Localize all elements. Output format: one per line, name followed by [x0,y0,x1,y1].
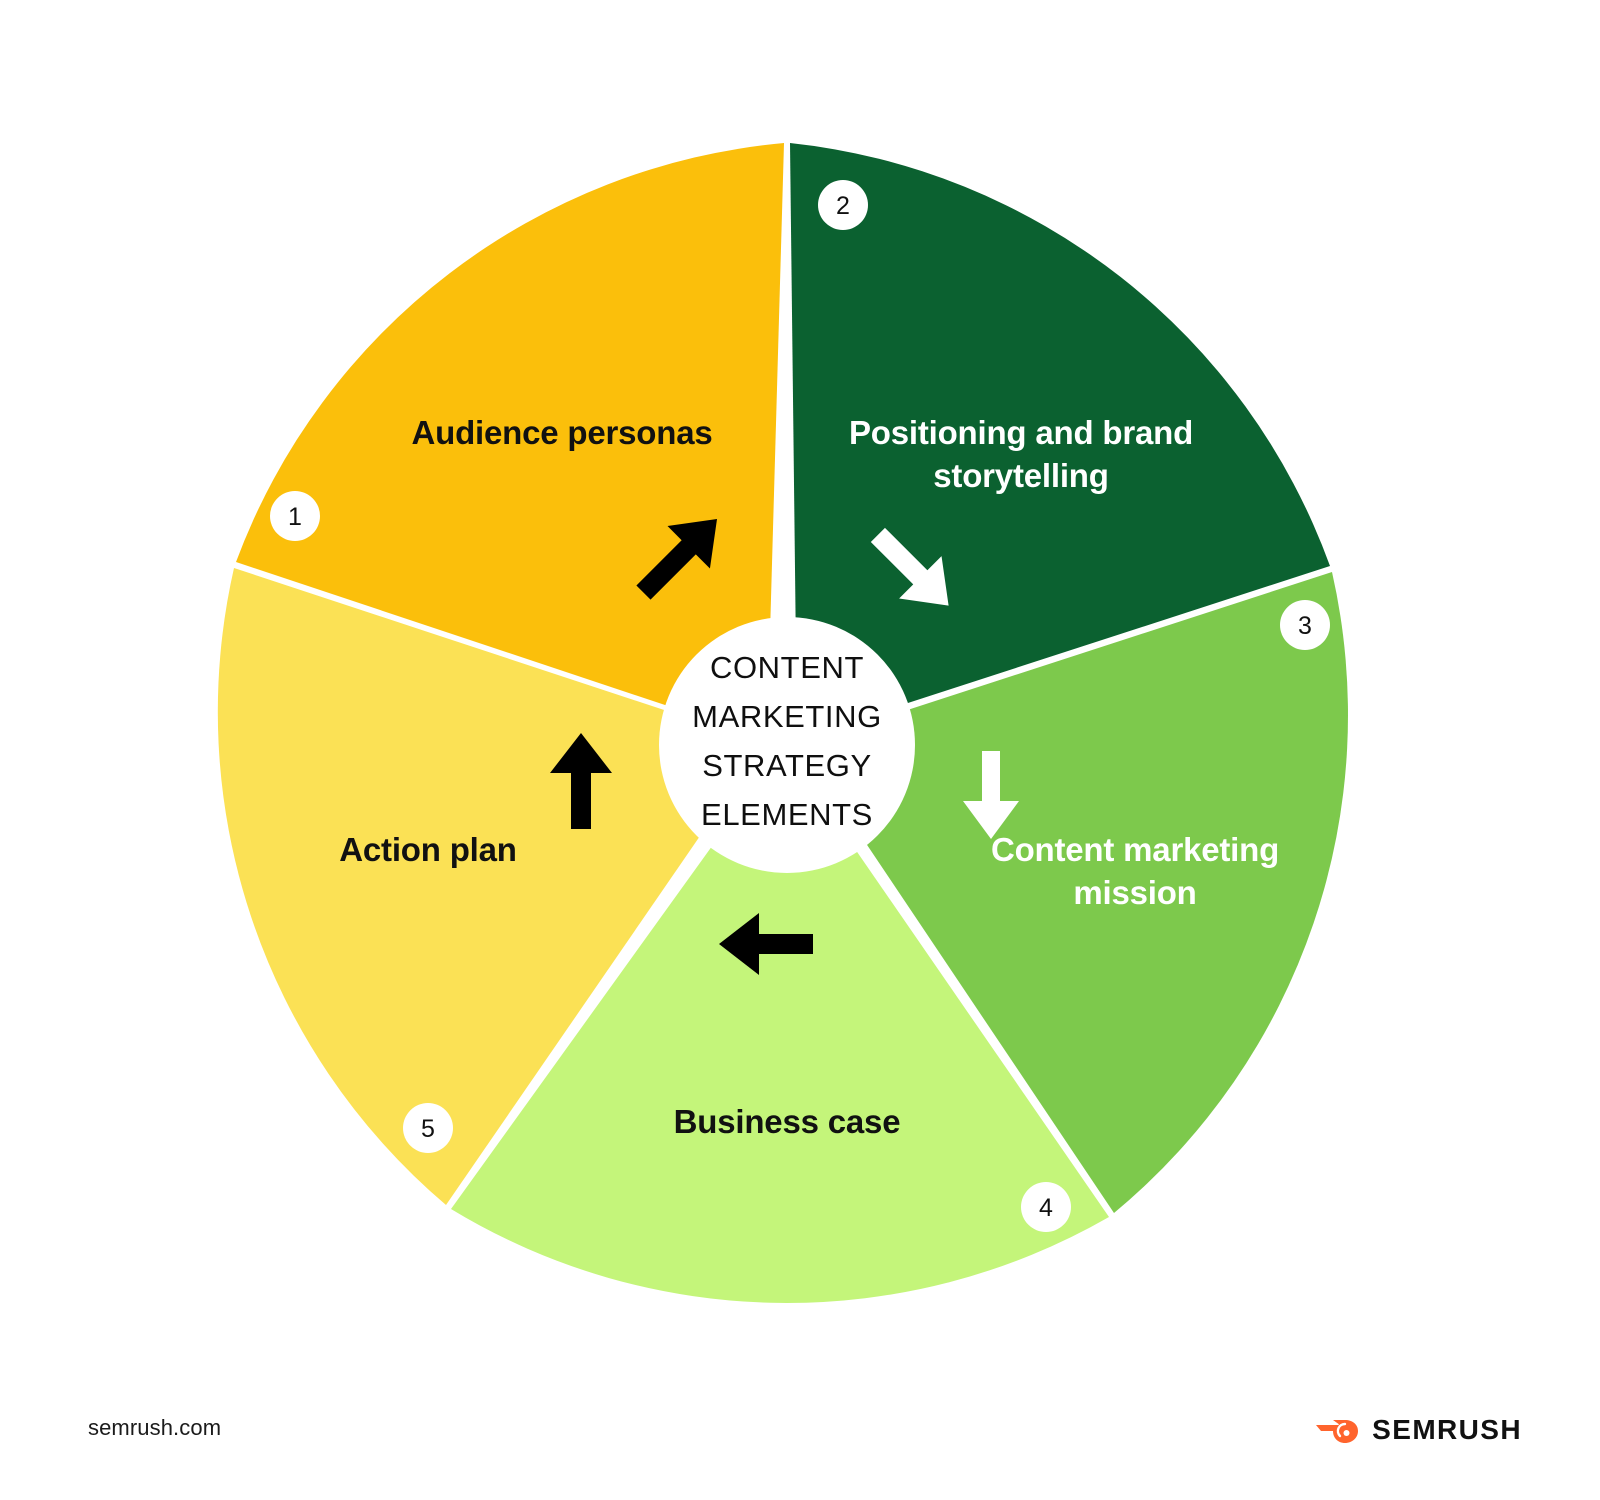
segment-badge-2: 2 [818,180,868,230]
badge-number-2: 2 [836,192,850,220]
arrow-up-icon [550,733,612,829]
segment-badge-3: 3 [1280,600,1330,650]
segment-label-3-line-2: mission [1073,874,1196,911]
badge-circle-3 [1280,600,1330,650]
arrow-down-right-icon [870,527,949,606]
badge-number-5: 5 [421,1115,435,1143]
arrow-up-right-icon [636,518,718,600]
center-line-1: CONTENT [710,650,864,685]
badge-number-4: 4 [1039,1194,1053,1222]
pie-segment-content-marketing-mission[interactable] [800,572,1348,1213]
badge-circle-4 [1021,1182,1071,1232]
arrow-down-icon [963,751,1019,839]
segment-label-2-line-1: Positioning and brand [849,414,1193,451]
badge-circle-2 [818,180,868,230]
badge-circle-1 [270,491,320,541]
badge-circle-5 [403,1103,453,1153]
center-hub [659,617,915,873]
center-title: CONTENT MARKETING STRATEGY ELEMENTS [692,650,882,832]
segment-badge-1: 1 [270,491,320,541]
segment-label-4: Business case [674,1103,901,1140]
center-line-4: ELEMENTS [701,797,873,832]
pie-slice-3[interactable] [800,572,1348,1213]
semrush-mark-icon [1316,1420,1359,1443]
semrush-logo-text: SEMRUSH [1372,1414,1522,1445]
semrush-logo[interactable]: SEMRUSH [1315,1414,1522,1446]
center-line-3: STRATEGY [702,748,872,783]
arrow-left-icon [719,913,813,975]
pie-segment-action-plan[interactable] [217,568,764,1205]
segment-label-2-line-2: storytelling [933,457,1108,494]
segment-label-3-line-1: Content marketing [991,831,1279,868]
segment-badge-5: 5 [403,1103,453,1153]
pie-slice-5[interactable] [217,568,764,1205]
pie-slice-4[interactable] [451,746,1109,1303]
segment-label-5: Action plan [339,831,516,868]
center-line-2: MARKETING [692,699,882,734]
segment-badge-4: 4 [1021,1182,1071,1232]
badge-number-3: 3 [1298,612,1312,640]
footer-url[interactable]: semrush.com [88,1415,222,1440]
badge-number-1: 1 [288,503,302,531]
segment-label-1: Audience personas [411,414,712,451]
pie-segment-business-case[interactable] [451,746,1109,1303]
